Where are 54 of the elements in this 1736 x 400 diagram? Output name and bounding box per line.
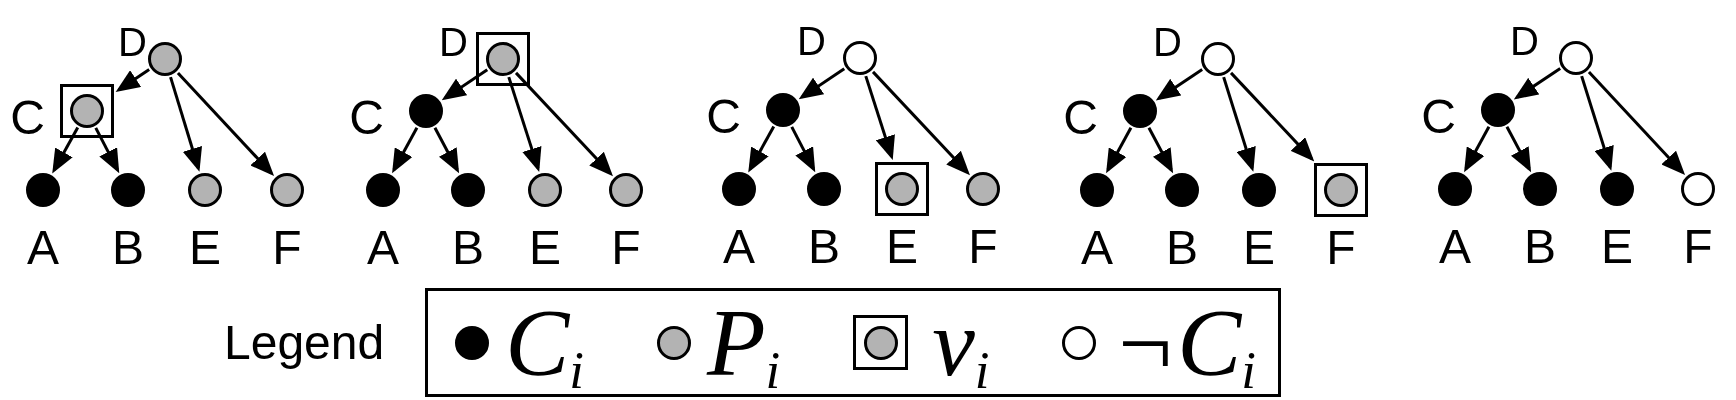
- legend-label: ¬C$_{i}$: [1112, 294, 1257, 391]
- node-label: B: [808, 223, 840, 271]
- arrow: [169, 76, 202, 172]
- node-label: E: [529, 224, 561, 272]
- node-label: F: [968, 223, 998, 271]
- legend-label: P$_{i}$: [706, 294, 782, 391]
- arrow: [1222, 76, 1256, 172]
- node-label: B: [452, 224, 484, 272]
- node-label: C: [1421, 93, 1456, 141]
- arrow: [433, 127, 460, 174]
- node-label: E: [1601, 223, 1633, 271]
- arrow: [1505, 126, 1532, 173]
- node-label: D: [1510, 25, 1539, 57]
- node-label: F: [611, 224, 641, 272]
- arrow: [1580, 75, 1614, 171]
- legend-label: v$_{i}$: [932, 294, 991, 391]
- arrow: [864, 75, 895, 161]
- arrow: [1147, 127, 1174, 174]
- node-label: B: [1524, 223, 1556, 271]
- node-label: E: [886, 223, 918, 271]
- node-label: C: [10, 94, 45, 142]
- node-label: D: [439, 26, 468, 58]
- square-frame: [60, 84, 114, 138]
- node-label: F: [272, 224, 302, 272]
- arrow: [1464, 125, 1491, 173]
- node-label: F: [1326, 224, 1356, 272]
- square-frame: [1314, 163, 1368, 217]
- arrow: [1106, 126, 1133, 174]
- node-label: D: [118, 26, 147, 58]
- node-label: D: [1153, 26, 1182, 58]
- node-label: A: [723, 223, 755, 271]
- legend-label: C$_{i}$: [505, 294, 585, 391]
- square-frame: [476, 32, 530, 86]
- node-label: C: [706, 93, 741, 141]
- node-label: F: [1683, 223, 1713, 271]
- arrow: [790, 126, 816, 173]
- arrow: [748, 125, 776, 173]
- node-label: C: [1063, 94, 1098, 142]
- node-label: D: [797, 25, 826, 57]
- node-label: B: [112, 224, 144, 272]
- node-label: A: [367, 224, 399, 272]
- node-label: A: [27, 224, 59, 272]
- node-label: B: [1166, 224, 1198, 272]
- node-label: A: [1081, 224, 1113, 272]
- arrow: [392, 126, 419, 174]
- arrow: [52, 126, 80, 174]
- arrow: [94, 127, 120, 174]
- square-frame: [875, 162, 929, 216]
- node-label: C: [349, 94, 384, 142]
- node-label: E: [1243, 224, 1275, 272]
- arrow: [507, 76, 542, 172]
- node-label: A: [1439, 223, 1471, 271]
- legend-title: Legend: [224, 318, 385, 367]
- node-label: E: [189, 224, 221, 272]
